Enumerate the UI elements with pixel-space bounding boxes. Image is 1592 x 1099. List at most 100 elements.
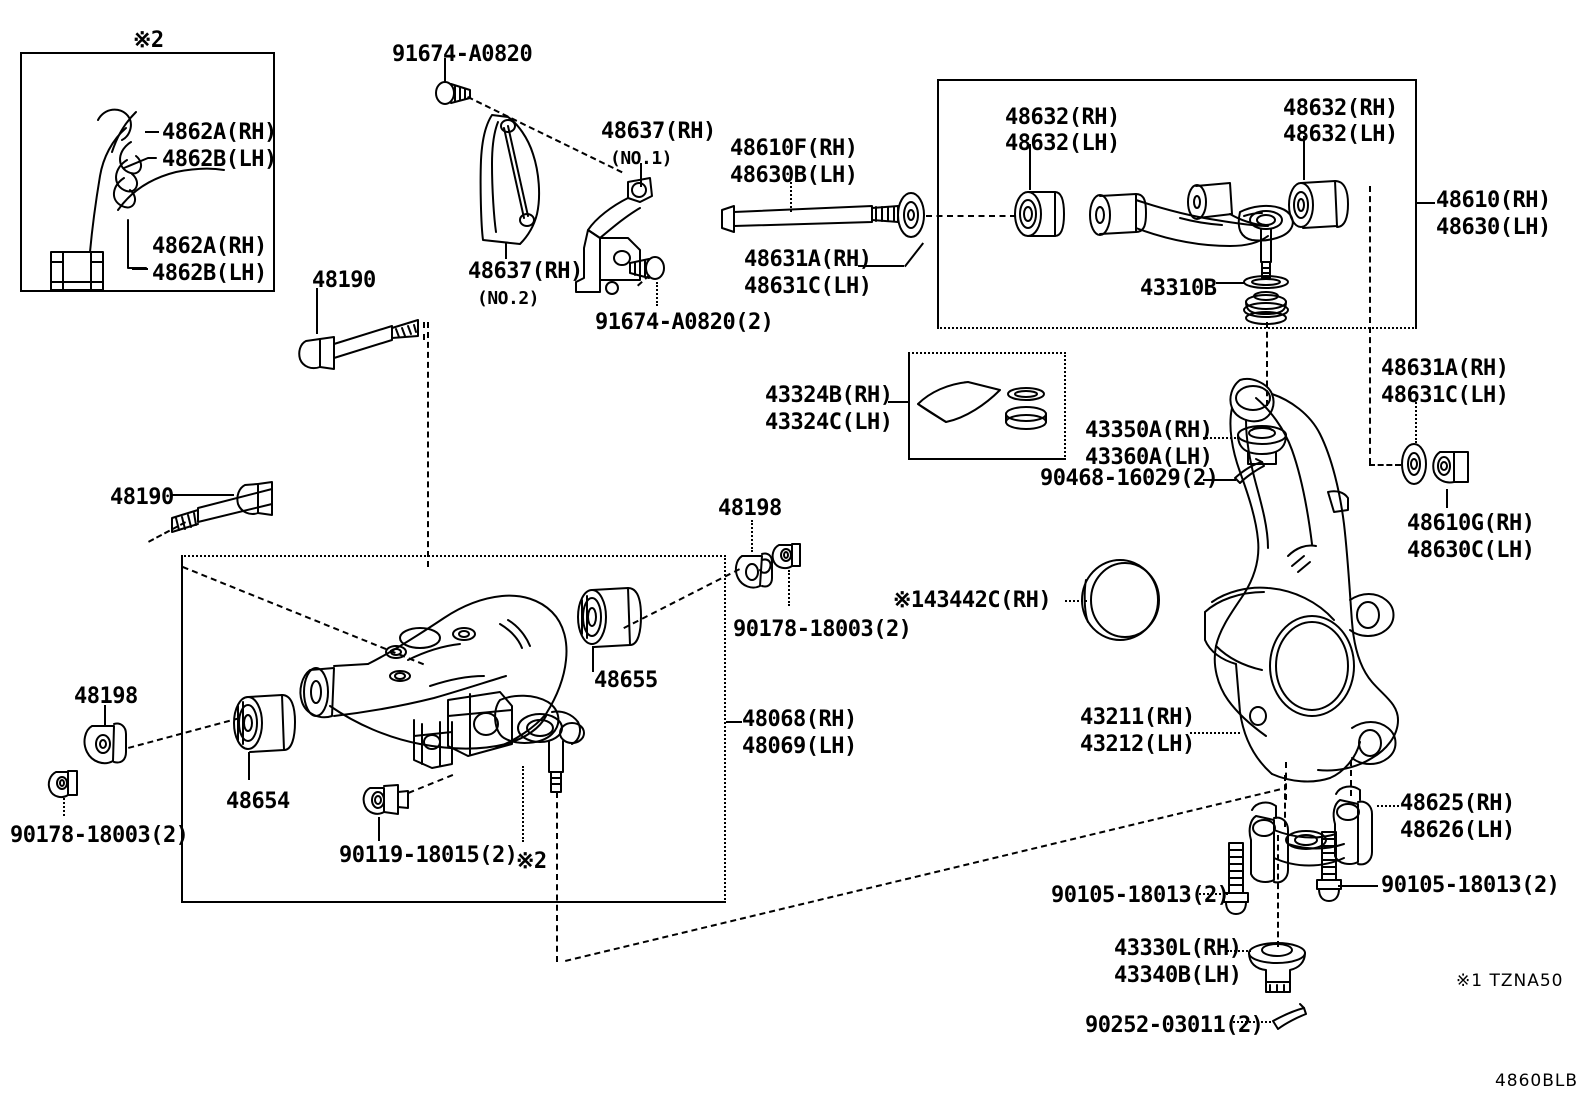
leader-48632-right	[1303, 136, 1305, 180]
axis-48190-top	[427, 322, 429, 567]
art-lower-bj-bracket	[1248, 785, 1373, 884]
art-lower-ball-joint	[1248, 942, 1306, 993]
axis-star2-lower	[522, 766, 524, 842]
leader-48610F	[790, 174, 792, 212]
leader-48068-group	[726, 721, 742, 723]
label-4862b-lh-bottom: 4862B(LH)	[152, 261, 267, 286]
label-48069-lh: 48069(LH)	[742, 734, 857, 759]
label-43350a-rh: 43350A(RH)	[1085, 418, 1213, 443]
leader-90105-right	[1338, 885, 1378, 887]
leader-48631-right-h	[1369, 464, 1401, 466]
leader-48190-top-dash	[423, 322, 425, 340]
leader-48637-no2	[505, 243, 507, 259]
art-stopper-48198-bottom	[83, 722, 127, 765]
label-91674-a0820-2: 91674-A0820(2)	[595, 310, 774, 335]
label-48637-rh-no2: 48637(RH)	[468, 259, 583, 284]
label-48631c-lh-right: 48631C(LH)	[1381, 383, 1509, 408]
label-48625-rh: 48625(RH)	[1400, 791, 1515, 816]
note-star1-tzna50: ※1 TZNA50	[1456, 971, 1564, 991]
art-bolt-90105-right	[1316, 831, 1342, 902]
label-90252-03011: 90252-03011(2)	[1085, 1013, 1264, 1038]
label-48632-lh-left: 48632(LH)	[1005, 131, 1120, 156]
inset-box-star2	[20, 52, 275, 292]
assembly-axis-upper	[1266, 322, 1268, 406]
axis-bracket-drop	[1284, 775, 1286, 827]
label-48190-bottom: 48190	[110, 485, 174, 510]
leader-48625	[1377, 805, 1399, 807]
label-43324c-lh: 43324C(LH)	[765, 410, 893, 435]
leader-90252	[1233, 1021, 1271, 1023]
art-bolt-48610F	[721, 205, 899, 233]
label-48610-rh: 48610(RH)	[1436, 188, 1551, 213]
label-4862b-lh-top: 4862B(LH)	[162, 147, 277, 172]
label-90468-16029: 90468-16029(2)	[1040, 466, 1219, 491]
leader-43442C	[1065, 600, 1087, 602]
art-bracket-48637-no2	[479, 114, 541, 245]
label-43360a-lh: 43360A(LH)	[1085, 445, 1213, 470]
leader-90105-left	[1196, 893, 1228, 895]
label-90105-18013-left: 90105-18013(2)	[1051, 883, 1230, 908]
label-90178-18003-top: 90178-18003(2)	[733, 617, 912, 642]
leader-washer-to-bushing	[926, 215, 1016, 217]
label-43212-lh: 43212(LH)	[1080, 732, 1195, 757]
label-90105-18013-right: 90105-18013(2)	[1381, 873, 1560, 898]
leader-43350A	[1203, 437, 1239, 439]
leader-90468	[1203, 479, 1236, 481]
label-48637-no2-suffix: (NO.2)	[477, 288, 540, 309]
label-star2-lower: ※2	[516, 849, 547, 874]
leader-48190-top-v	[316, 288, 318, 334]
label-48632-lh-right: 48632(LH)	[1283, 122, 1398, 147]
art-cotter-pin	[1272, 1003, 1307, 1030]
leader-48610-group	[1417, 202, 1435, 204]
label-91674-a0820-top: 91674-A0820	[392, 42, 533, 67]
leader-48198-bottom	[104, 705, 106, 726]
art-grease-cap-43442C	[1081, 559, 1160, 641]
art-nut-48610G	[1432, 451, 1469, 484]
leader-48190-bottom	[172, 494, 234, 496]
leader-48631-h	[858, 265, 904, 267]
label-48631a-rh-right: 48631A(RH)	[1381, 356, 1509, 381]
label-48610f-rh: 48610F(RH)	[730, 136, 858, 161]
art-upper-ball-joint	[1237, 425, 1287, 465]
label-48654: 48654	[226, 789, 290, 814]
label-43310b: 43310B	[1140, 276, 1217, 301]
leader-43211	[1190, 732, 1240, 734]
leader-48654	[248, 752, 250, 780]
art-bolt-91674-top	[435, 81, 471, 105]
axis-bracket-top	[1350, 760, 1352, 796]
leader-48631-diag	[904, 242, 925, 268]
leader-43324-group	[888, 401, 910, 403]
leader-90178-top	[788, 570, 790, 606]
art-clip-90468	[1234, 458, 1265, 484]
label-48630b-lh: 48630B(LH)	[730, 163, 858, 188]
art-nut-90178-bottom	[47, 770, 78, 799]
label-4862a-rh-top: 4862A(RH)	[162, 120, 277, 145]
label-48190-top: 48190	[312, 268, 376, 293]
label-48632-rh-left: 48632(RH)	[1005, 105, 1120, 130]
label-43324b-rh: 43324B(RH)	[765, 383, 893, 408]
art-bolt-48190-bottom	[171, 481, 273, 533]
leader-48632-left	[1029, 144, 1031, 190]
label-48068-rh: 48068(RH)	[742, 707, 857, 732]
leader-90119	[378, 817, 380, 841]
leader-48631-right-drop	[1415, 399, 1417, 443]
lower-arm-group-box	[181, 555, 726, 903]
label-48631a-rh: 48631A(RH)	[744, 247, 872, 272]
leader-90178-bottom	[63, 798, 65, 816]
leader-4862a-bottom	[132, 268, 148, 270]
label-48631c-lh: 48631C(LH)	[744, 274, 872, 299]
label-43340b-lh: 43340B(LH)	[1114, 963, 1242, 988]
upper-arm-group-box	[937, 79, 1417, 329]
leader-48610G	[1446, 489, 1448, 508]
label-90119-18015: 90119-18015(2)	[339, 843, 518, 868]
leader-4862a-top	[145, 131, 159, 133]
label-43442c-rh: ※143442C(RH)	[893, 588, 1052, 613]
art-bracket-48637-no1	[575, 177, 653, 295]
diagram-footer-code: 4860BLB	[1494, 1071, 1578, 1091]
leader-48655	[592, 646, 594, 672]
label-43211-rh: 43211(RH)	[1080, 705, 1195, 730]
label-48630-lh: 48630(LH)	[1436, 215, 1551, 240]
leader-48190-bottom-dash	[148, 521, 187, 543]
label-48198-bottom: 48198	[74, 684, 138, 709]
